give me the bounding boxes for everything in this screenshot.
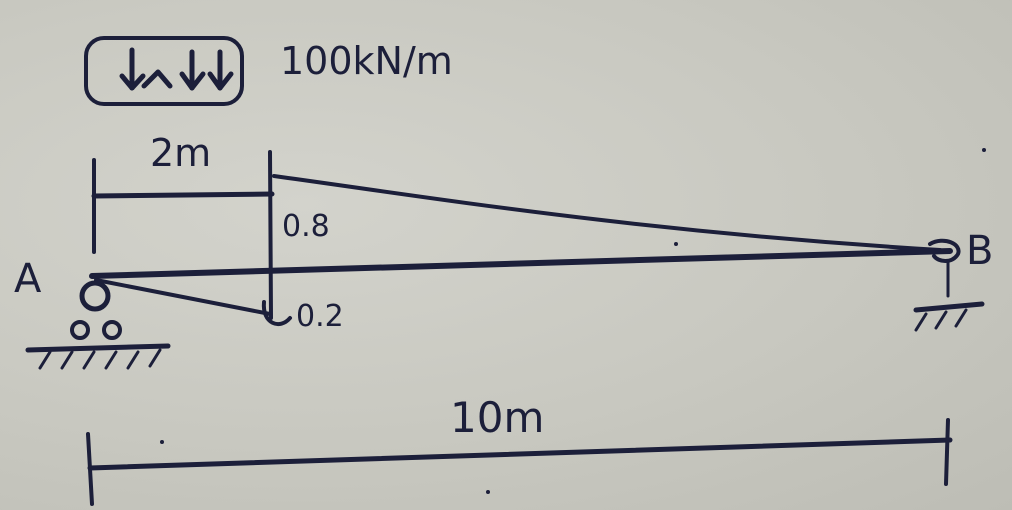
support-a-ground-line <box>25 343 171 353</box>
support-b-pin-icon <box>928 238 961 263</box>
span-dimension-label: 10m <box>450 393 544 442</box>
support-b-hatch-icon <box>914 308 968 332</box>
span-dimension-line <box>87 437 953 471</box>
segment-dimension-label: 2m <box>150 131 211 175</box>
beam-bottom-edge <box>94 278 272 316</box>
pencil-specks <box>160 148 986 494</box>
depth-top-label: 0.8 <box>282 209 330 244</box>
beam-axis <box>89 248 953 279</box>
support-b-ground-line <box>913 301 985 313</box>
segment-dimension: 2m <box>91 131 275 320</box>
support-a-hatch-icon <box>38 348 162 370</box>
support-a-pin-icon <box>79 280 111 312</box>
segment-dimension-line <box>91 191 275 199</box>
support-b-label: B <box>966 228 993 274</box>
support-a-roller-icon <box>70 320 90 340</box>
support-b: B <box>913 228 993 332</box>
section-line <box>268 150 273 320</box>
span-tick-right <box>944 418 950 486</box>
support-a-label: A <box>14 256 42 302</box>
down-arrows-icon <box>119 47 234 91</box>
support-a: A <box>14 256 171 370</box>
beam-top-edge <box>272 174 942 252</box>
span-tick-left <box>86 432 94 506</box>
span-dimension: 10m <box>86 393 953 506</box>
load-intensity-label: 100kN/m <box>280 39 453 83</box>
depth-bottom-label: 0.2 <box>296 299 344 334</box>
distributed-load-legend: 100kN/m <box>84 36 453 106</box>
load-legend-box <box>84 36 244 106</box>
support-a-roller-icon <box>102 320 122 340</box>
section-bottom-mark <box>261 300 292 327</box>
tapered-beam: 0.8 0.2 <box>89 174 953 334</box>
